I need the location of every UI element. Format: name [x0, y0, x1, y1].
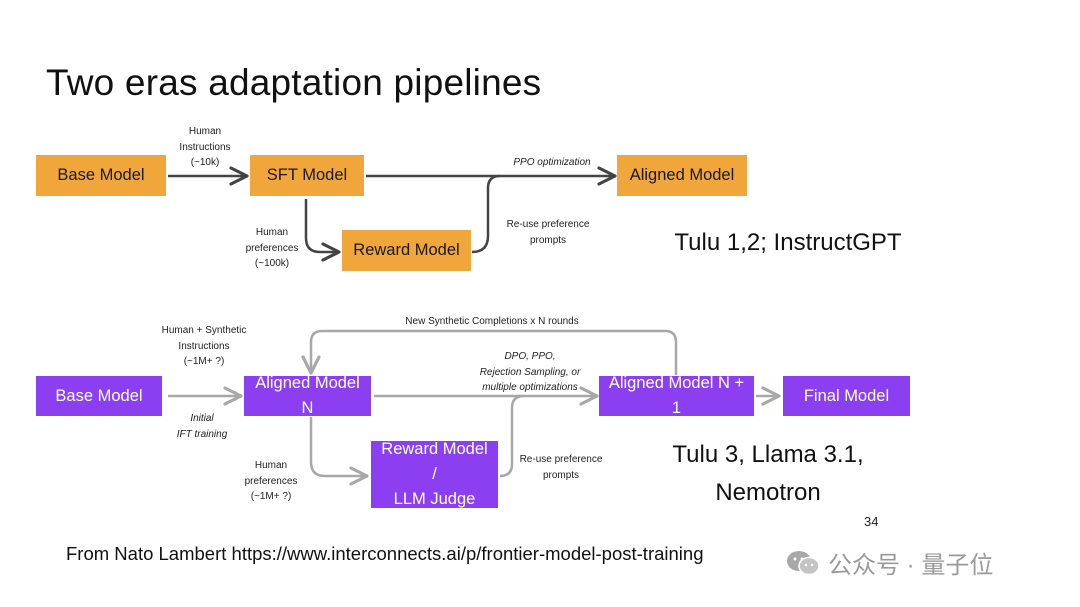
slide-title: Two eras adaptation pipelines: [46, 62, 542, 103]
page-number: 34: [864, 514, 879, 529]
arrow-sft-to-reward: [304, 199, 341, 262]
label-ppo-optimization: PPO optimization: [513, 157, 591, 168]
loop-n1-to-aligned-n: [301, 329, 678, 375]
source-citation: From Nato Lambert https://www.interconne…: [66, 543, 704, 564]
caption-bottom-pipeline: Tulu 3, Llama 3.1, Nemotron: [640, 436, 896, 513]
bottom-aligned-model-n-plus-1: Aligned Model N + 1: [599, 374, 754, 417]
watermark: 公众号 · 量子位: [786, 545, 993, 580]
label-human-instructions: Human Instructions (~10k): [179, 126, 231, 168]
bottom-base-model: Base Model: [36, 376, 162, 416]
bottom-aligned-model-n: Aligned Model N: [244, 374, 371, 417]
label-human-preferences-top: Human preferences (~100k): [245, 227, 299, 269]
bottom-final-model: Final Model: [783, 376, 910, 416]
arrow-aligned-n-to-reward: [309, 417, 369, 486]
label-dpo-ppo: DPO, PPO, Rejection Sampling, or multipl…: [479, 351, 581, 393]
label-reuse-preference-top: Re-use preference prompts: [506, 219, 590, 246]
line-reward-to-ppo: [471, 174, 501, 254]
top-aligned-model: Aligned Model: [617, 155, 747, 196]
bottom-reward-model-llm-judge: Reward Model / LLM Judge: [371, 440, 498, 508]
label-human-synthetic-instructions: Human + Synthetic Instructions (~1M+ ?): [161, 325, 247, 367]
label-initial-ift-training: Initial IFT training: [176, 413, 228, 440]
caption-top-pipeline: Tulu 1,2; InstructGPT: [674, 229, 902, 256]
top-base-model: Base Model: [36, 155, 166, 196]
wechat-icon: [786, 550, 820, 576]
top-reward-model: Reward Model: [342, 230, 471, 271]
label-reuse-preference-bottom: Re-use preference prompts: [519, 454, 603, 481]
label-new-synthetic-completions: New Synthetic Completions x N rounds: [405, 316, 579, 327]
top-sft-model: SFT Model: [250, 155, 364, 196]
watermark-text: 公众号 · 量子位: [828, 552, 994, 579]
label-human-preferences-bottom: Human preferences (~1M+ ?): [244, 460, 298, 502]
caption-bottom-line1: Tulu 3, Llama 3.1,: [672, 441, 864, 468]
caption-bottom-line2: Nemotron: [715, 479, 821, 507]
line-reward-to-dpo: [499, 394, 525, 478]
